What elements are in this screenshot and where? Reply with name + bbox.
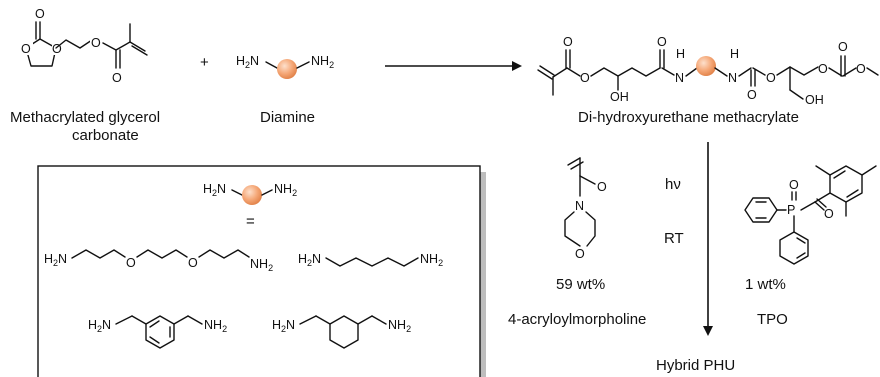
carbonate-label-line2: carbonate xyxy=(72,127,139,144)
atom-label: O xyxy=(824,207,834,221)
box-diamine-sphere xyxy=(242,185,262,205)
atom-label: O xyxy=(91,36,101,50)
atom-label-oh: OH xyxy=(805,93,824,107)
atom-label: O xyxy=(657,35,667,49)
atom-label: H xyxy=(676,47,685,61)
amine-h2n: H2N xyxy=(298,252,321,268)
tpo-structure: P O O xyxy=(744,165,877,265)
amine-nh2: NH2 xyxy=(250,257,273,273)
diluent-name: 4-acryloylmorpholine xyxy=(508,311,646,328)
pentanediamine-structure: H2N NH2 xyxy=(298,252,443,268)
atom-label: O xyxy=(21,42,31,56)
diamine-label: Diamine xyxy=(260,109,315,126)
atom-label-oh: OH xyxy=(610,90,629,104)
atom-label: O xyxy=(52,42,62,56)
box-diamine-symbol: H2N NH2 xyxy=(203,182,297,205)
initiator-name: TPO xyxy=(757,311,788,328)
atom-label: O xyxy=(126,256,136,270)
product-label: Di-hydroxyurethane methacrylate xyxy=(578,109,799,126)
atom-label: N xyxy=(675,71,684,85)
product-diamine-sphere xyxy=(696,56,716,76)
amine-h2n: H2N xyxy=(203,182,226,198)
atom-label: O xyxy=(766,71,776,85)
atom-label: O xyxy=(563,35,573,49)
amine-nh2: NH2 xyxy=(311,54,334,70)
m-xylylenediamine-structure: H2N NH2 xyxy=(88,315,227,349)
atom-label: O xyxy=(575,247,585,261)
atom-label: H xyxy=(730,47,739,61)
plus-sign: + xyxy=(200,54,209,71)
peg-diamine-structure: H2N O O NH2 xyxy=(44,249,273,273)
atom-label: O xyxy=(747,88,757,102)
amine-h2n: H2N xyxy=(236,54,259,70)
methacrylated-glycerol-carbonate-structure: O O O O O xyxy=(20,6,148,85)
bis-aminomethyl-cyclohexane-structure: H2N NH2 xyxy=(272,315,411,349)
amine-h2n: H2N xyxy=(44,252,67,268)
atom-label: N xyxy=(575,199,584,213)
atom-label: O xyxy=(188,256,198,270)
initiator-amount: 1 wt% xyxy=(745,276,786,293)
atom-label: O xyxy=(597,180,607,194)
light-condition: hν xyxy=(665,176,681,193)
diamine-structure: H2N NH2 xyxy=(236,54,334,79)
atom-label: O xyxy=(789,178,799,192)
di-hydroxyurethane-methacrylate-structure: O O OH O N H N H O O OH O O O xyxy=(537,35,879,107)
atom-label: O xyxy=(838,40,848,54)
amine-nh2: NH2 xyxy=(388,318,411,334)
diamine-sphere xyxy=(277,59,297,79)
atom-label: P xyxy=(787,203,795,217)
atom-label: O xyxy=(818,62,828,76)
atom-label: N xyxy=(728,71,737,85)
amine-nh2: NH2 xyxy=(274,182,297,198)
amine-h2n: H2N xyxy=(272,318,295,334)
equals-sign: = xyxy=(246,213,255,230)
atom-label: O xyxy=(856,62,866,76)
atom-label: O xyxy=(580,71,590,85)
atom-label: O xyxy=(112,71,122,85)
acryloylmorpholine-structure: O N O xyxy=(564,157,607,261)
final-product-label: Hybrid PHU xyxy=(656,357,735,374)
amine-nh2: NH2 xyxy=(204,318,227,334)
carbonate-label-line1: Methacrylated glycerol xyxy=(10,109,160,126)
amine-nh2: NH2 xyxy=(420,252,443,268)
atom-label: O xyxy=(35,7,45,21)
diluent-amount: 59 wt% xyxy=(556,276,605,293)
amine-h2n: H2N xyxy=(88,318,111,334)
temperature-condition: RT xyxy=(664,230,684,247)
